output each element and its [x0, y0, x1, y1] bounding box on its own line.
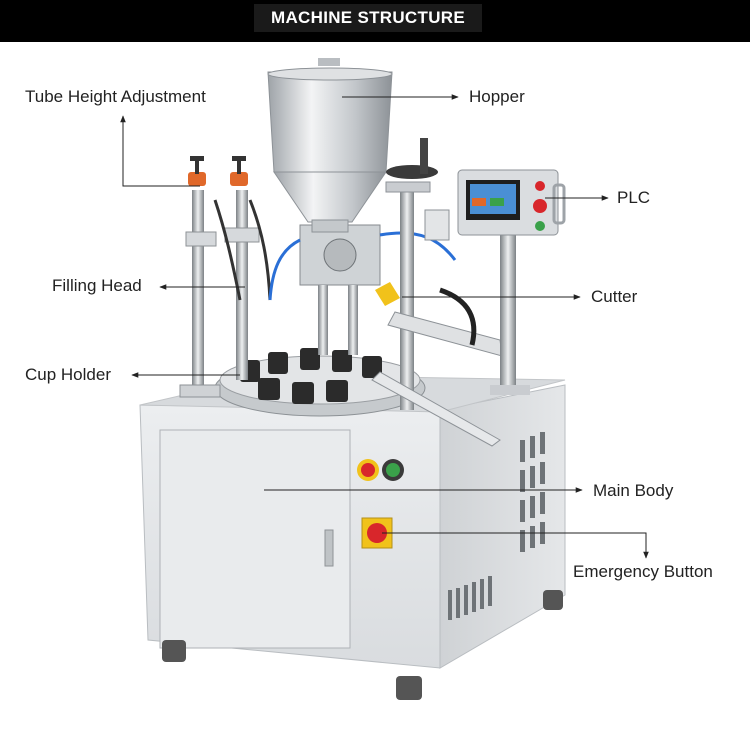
label-filling-head: Filling Head: [52, 276, 142, 295]
page-title: MACHINE STRUCTURE: [254, 4, 482, 32]
label-main-body: Main Body: [593, 481, 674, 500]
leader-tube-height: [120, 115, 200, 187]
label-cup-holder: Cup Holder: [25, 365, 111, 384]
right-column: [371, 138, 503, 447]
turntable: [214, 348, 426, 417]
hopper: [267, 58, 393, 233]
label-cutter: Cutter: [591, 287, 638, 306]
left-columns: [179, 156, 272, 398]
leader-lines: [120, 94, 649, 559]
label-emergency-button: Emergency Button: [573, 562, 713, 581]
label-hopper: Hopper: [469, 87, 525, 106]
leader-emergency: [382, 532, 649, 559]
main-body-cabinet: [139, 374, 566, 700]
plc-unit: [457, 169, 566, 395]
filling-head-assembly: [268, 224, 457, 355]
label-plc: PLC: [617, 188, 651, 207]
label-tube-height-adjustment: Tube Height Adjustment: [25, 87, 206, 106]
